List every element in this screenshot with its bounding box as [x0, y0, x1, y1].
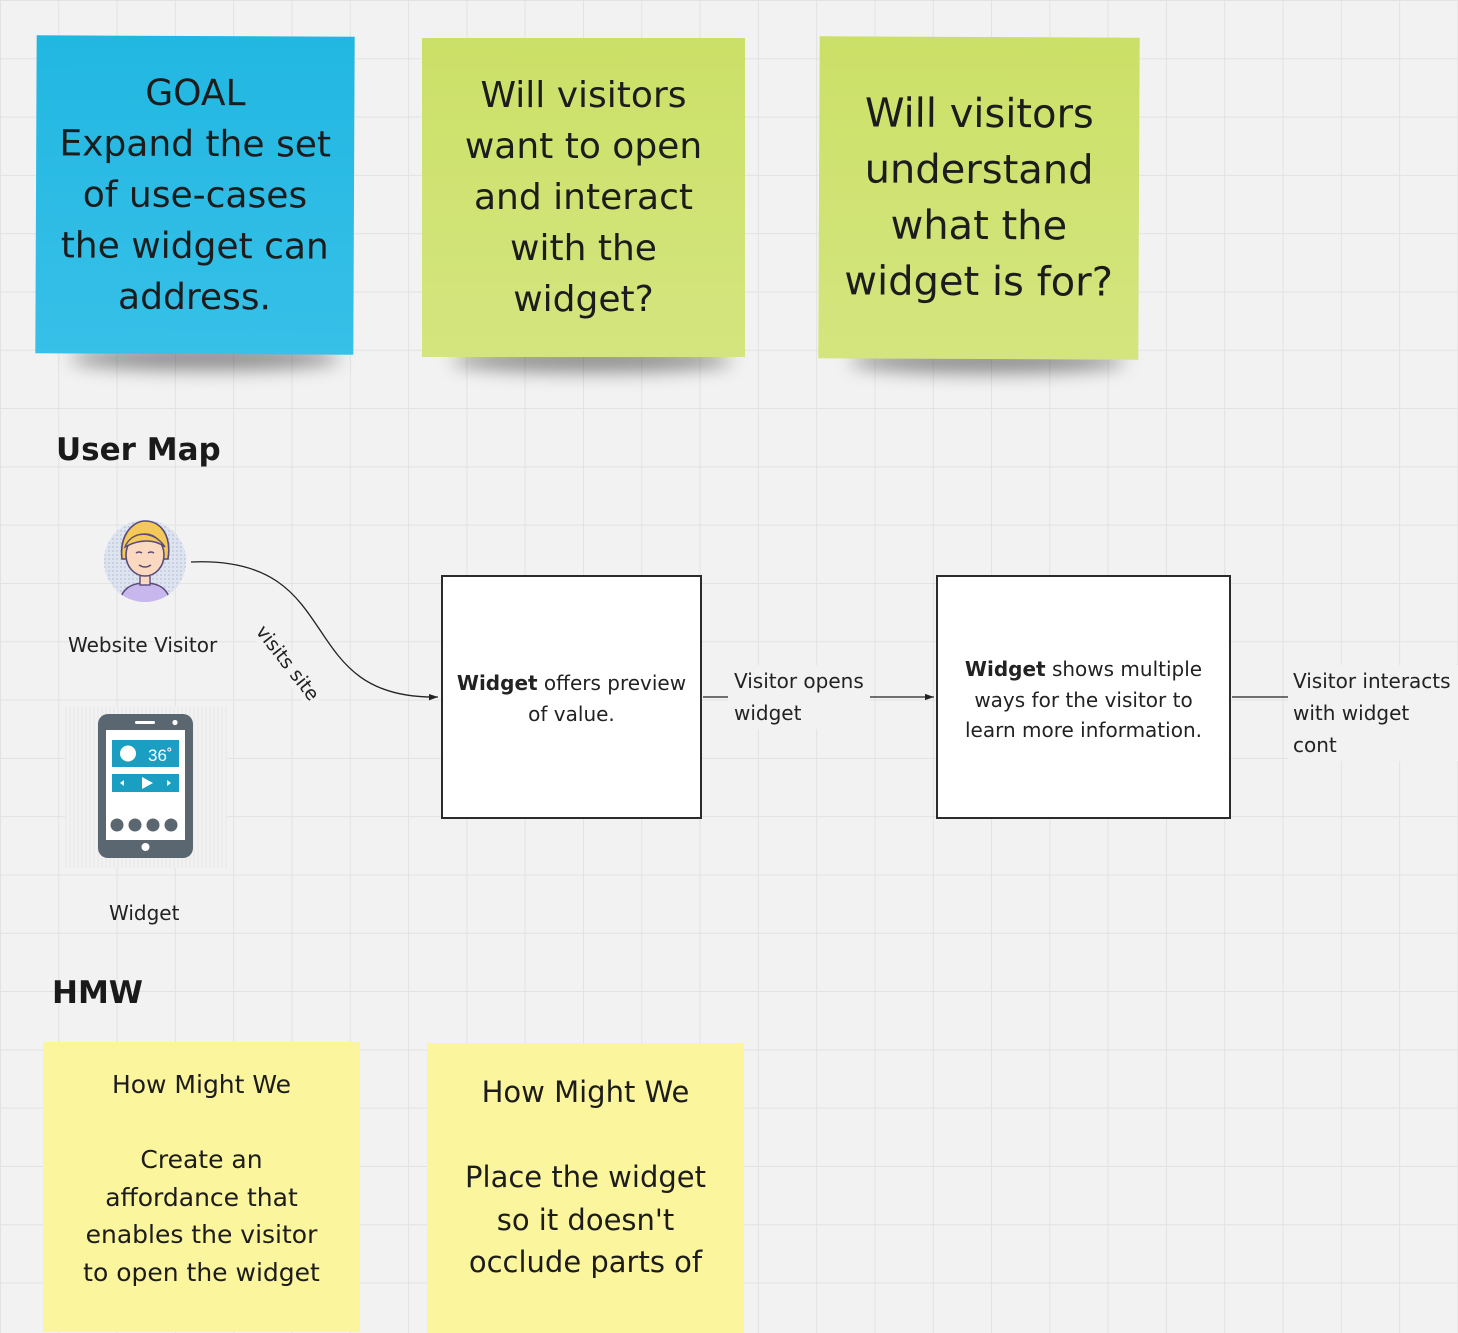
- widget-actor-label: Widget: [109, 901, 180, 925]
- visits-site-connector[interactable]: [190, 561, 439, 701]
- step-strong-text: Widget: [456, 671, 538, 695]
- step-box-preview[interactable]: Widget offers preview of value.: [441, 575, 702, 819]
- website-visitor-avatar[interactable]: [103, 517, 187, 605]
- step-box-text: Widget offers preview of value.: [457, 668, 686, 729]
- step-box-text: Widget shows multiple ways for the visit…: [965, 654, 1202, 746]
- hmw-sticky-text: How Might We Create an affordance that e…: [83, 1070, 320, 1287]
- question-sticky-text: Will visitors want to open and interact …: [464, 75, 703, 320]
- person-icon: [104, 520, 186, 602]
- visitor-interacts-label: Visitor interacts with widget cont: [1288, 665, 1458, 761]
- hmw-sticky-text: How Might We Place the widget so it does…: [465, 1075, 706, 1279]
- hmw-sticky-note[interactable]: How Might We Place the widget so it does…: [427, 1043, 744, 1333]
- hmw-heading: HMW: [52, 975, 143, 1011]
- step-rest-text: offers preview of value.: [528, 671, 687, 726]
- step-box-multiple-ways[interactable]: Widget shows multiple ways for the visit…: [936, 575, 1231, 819]
- user-map-heading: User Map: [56, 432, 221, 468]
- step-strong-text: Widget: [964, 657, 1046, 681]
- website-visitor-label: Website Visitor: [68, 633, 218, 657]
- hmw-sticky-note[interactable]: How Might We Create an affordance that e…: [43, 1042, 360, 1332]
- widget-device-icon[interactable]: 36˚: [65, 706, 227, 868]
- step-rest-text: shows multiple ways for the visitor to l…: [965, 657, 1203, 742]
- visitor-opens-label: Visitor opens widget: [728, 665, 870, 729]
- phone-icon: 36˚: [98, 714, 193, 858]
- widget-screen-value: 36˚: [148, 746, 173, 765]
- question-sticky-open-interact[interactable]: Will visitors want to open and interact …: [422, 38, 745, 357]
